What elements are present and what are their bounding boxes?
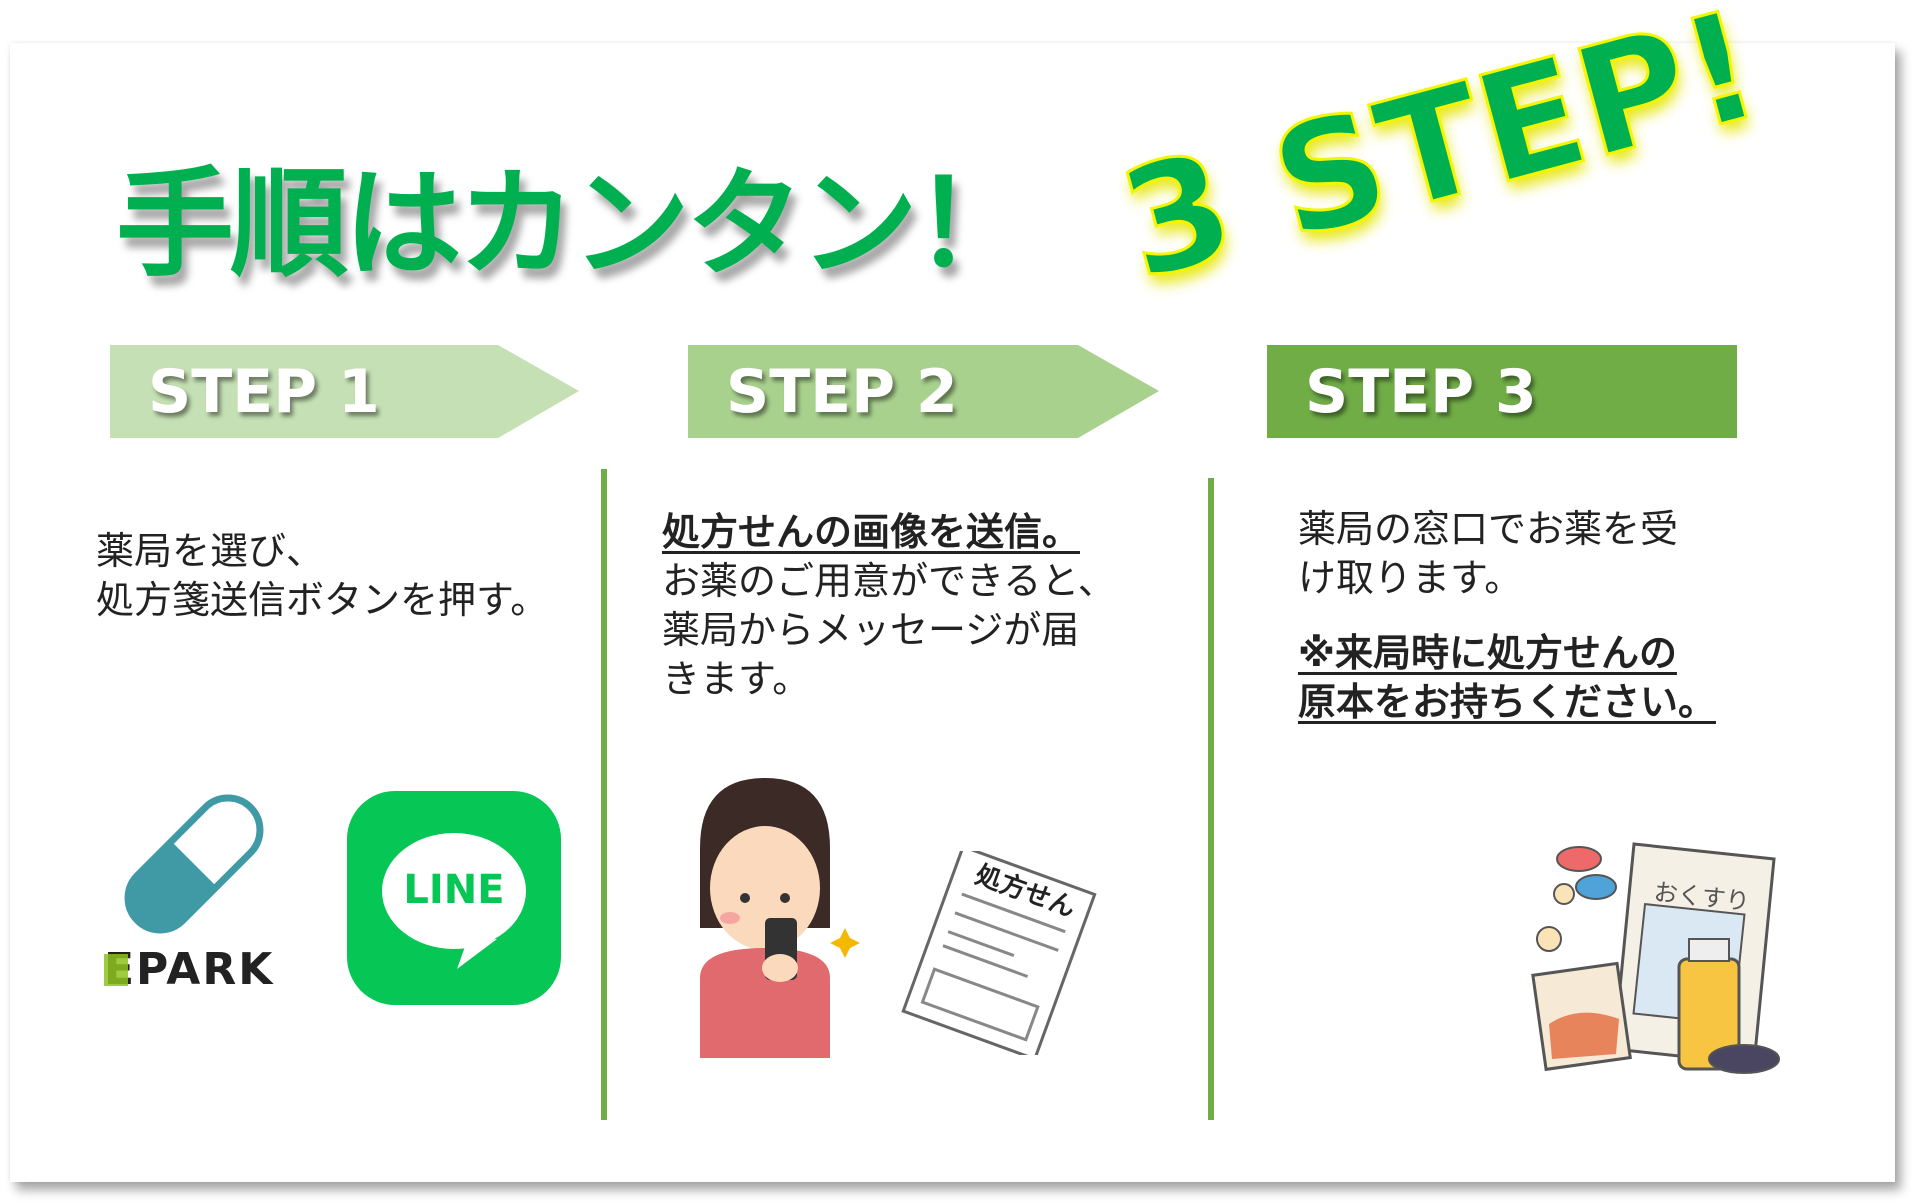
step-3-description: 薬局の窓口でお薬を受 け取ります。 ※来局時に処方せんの 原本をお持ちください。 <box>1298 505 1716 727</box>
banner-shape <box>1267 345 1737 438</box>
page-title: 手順はカンタン！ <box>116 155 1032 293</box>
step-2-label: STEP 2 <box>726 357 958 427</box>
text-line: 薬局を選び、 <box>96 529 325 573</box>
text-line: お薬のご用意ができると、 <box>662 559 1116 603</box>
epark-wordmark: EPARK <box>104 944 275 995</box>
emphasis-text: 処方せんの画像を送信。 <box>662 510 1081 554</box>
note-text: 原本をお持ちください。 <box>1298 680 1717 724</box>
document-icon <box>901 851 1097 1055</box>
step-2-description: 処方せんの画像を送信。 お薬のご用意ができると、 薬局からメッセージが届 きます… <box>662 508 1116 704</box>
step-3-banner: STEP 3 <box>1267 345 1737 438</box>
step-1-banner: STEP 1 <box>110 345 580 438</box>
epark-logo: EPARK <box>104 784 284 995</box>
woman-with-phone-illustration <box>700 778 860 1058</box>
divider <box>1208 478 1214 1120</box>
text-line: きます。 <box>662 657 811 701</box>
medicine-illustration: おくすり <box>1524 839 1800 1089</box>
divider <box>601 469 607 1120</box>
speech-bubble-icon <box>382 833 526 969</box>
step-3-label: STEP 3 <box>1305 357 1537 427</box>
step-2-banner: STEP 2 <box>688 345 1160 438</box>
text-line: 薬局からメッセージが届 <box>662 608 1080 652</box>
medicine-bag-icon <box>1531 842 1780 1074</box>
note-text: ※来局時に処方せんの <box>1298 631 1677 675</box>
arrow-banner-shape <box>688 345 1159 438</box>
prescription-illustration: 処方せん <box>894 851 1108 1055</box>
step-1-label: STEP 1 <box>148 357 380 427</box>
line-logo: LINE <box>347 791 561 1005</box>
text-line: 処方箋送信ボタンを押す。 <box>96 578 549 622</box>
epark-e-accent <box>104 954 128 986</box>
text-line: 薬局の窓口でお薬を受 <box>1298 507 1679 551</box>
line-wordmark: LINE <box>403 867 505 913</box>
arrow-banner-shape <box>110 345 579 438</box>
text-line: け取ります。 <box>1298 556 1523 600</box>
step-1-description: 薬局を選び、 処方箋送信ボタンを押す。 <box>96 527 548 625</box>
capsule-icon <box>124 794 264 934</box>
